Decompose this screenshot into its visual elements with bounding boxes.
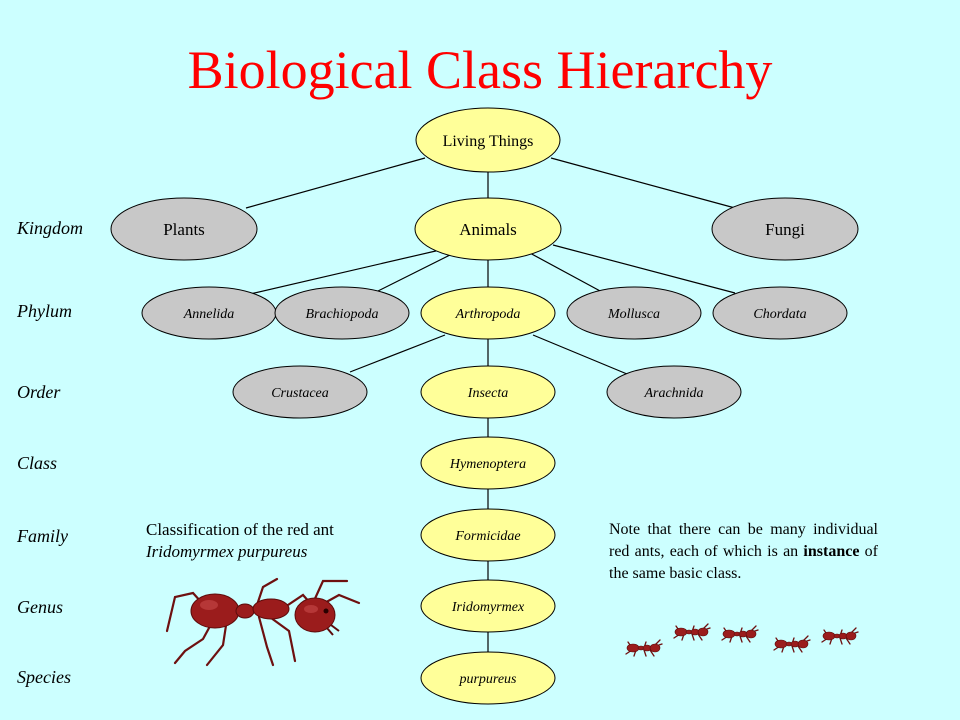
node-arachnida: Arachnida <box>606 365 742 419</box>
small-ant-1 <box>625 639 663 657</box>
rank-label-family: Family <box>17 526 68 546</box>
connector-lines <box>245 157 736 654</box>
node-label-arthropoda: Arthropoda <box>455 307 521 322</box>
node-formicidae: Formicidae <box>420 508 556 562</box>
rank-label-phylum: Phylum <box>17 301 72 321</box>
small-ant-3 <box>721 625 759 643</box>
node-label-living-things: Living Things <box>443 133 534 150</box>
node-annelida: Annelida <box>141 286 277 340</box>
node-label-annelida: Annelida <box>183 307 235 322</box>
node-plants: Plants <box>110 197 258 261</box>
small-ant-2 <box>673 623 711 641</box>
caption-line: Classification of the red ant <box>146 520 334 539</box>
node-animals: Animals <box>414 197 562 261</box>
caption-species-name: Iridomyrmex purpureus <box>146 542 308 561</box>
node-label-insecta: Insecta <box>467 386 508 401</box>
node-living-things: Living Things <box>415 107 561 173</box>
note-emphasis: instance <box>803 543 860 560</box>
node-label-fungi: Fungi <box>765 220 805 239</box>
small-ant-4 <box>773 635 811 653</box>
note-text-after: of the same basic class. <box>609 543 878 582</box>
node-label-arachnida: Arachnida <box>643 386 703 401</box>
red-ant-illustration <box>165 577 361 667</box>
node-label-animals: Animals <box>459 220 517 239</box>
node-label-purpureus: purpureus <box>458 672 517 687</box>
small-ant-5 <box>821 627 859 645</box>
rank-label-class: Class <box>17 453 58 473</box>
node-label-crustacea: Crustacea <box>271 386 329 401</box>
rank-label-order: Order <box>17 382 61 402</box>
node-label-chordata: Chordata <box>753 307 806 322</box>
node-chordata: Chordata <box>712 286 848 340</box>
node-label-iridomyrmex: Iridomyrmex <box>451 600 525 615</box>
page-title: Biological Class Hierarchy <box>187 40 773 100</box>
node-crustacea: Crustacea <box>232 365 368 419</box>
node-label-brachiopoda: Brachiopoda <box>305 307 378 322</box>
note-text-before: Note that there can be many individual r… <box>609 521 878 560</box>
instance-note: Note that there can be many individual r… <box>609 519 878 585</box>
node-hymenoptera: Hymenoptera <box>420 436 556 490</box>
node-mollusca: Mollusca <box>566 286 702 340</box>
red-ant-group-illustration <box>625 623 859 657</box>
node-fungi: Fungi <box>711 197 859 261</box>
node-label-mollusca: Mollusca <box>607 307 660 322</box>
node-purpureus: purpureus <box>420 651 556 705</box>
node-arthropoda: Arthropoda <box>420 286 556 340</box>
node-label-formicidae: Formicidae <box>454 529 520 544</box>
rank-label-species: Species <box>17 667 71 687</box>
node-label-hymenoptera: Hymenoptera <box>449 457 526 472</box>
node-brachiopoda: Brachiopoda <box>274 286 410 340</box>
node-label-plants: Plants <box>163 220 205 239</box>
rank-label-kingdom: Kingdom <box>17 218 84 238</box>
rank-label-genus: Genus <box>17 597 63 617</box>
node-insecta: Insecta <box>420 365 556 419</box>
ant-caption: Classification of the red ant Iridomyrme… <box>146 519 396 563</box>
node-iridomyrmex: Iridomyrmex <box>420 579 556 633</box>
